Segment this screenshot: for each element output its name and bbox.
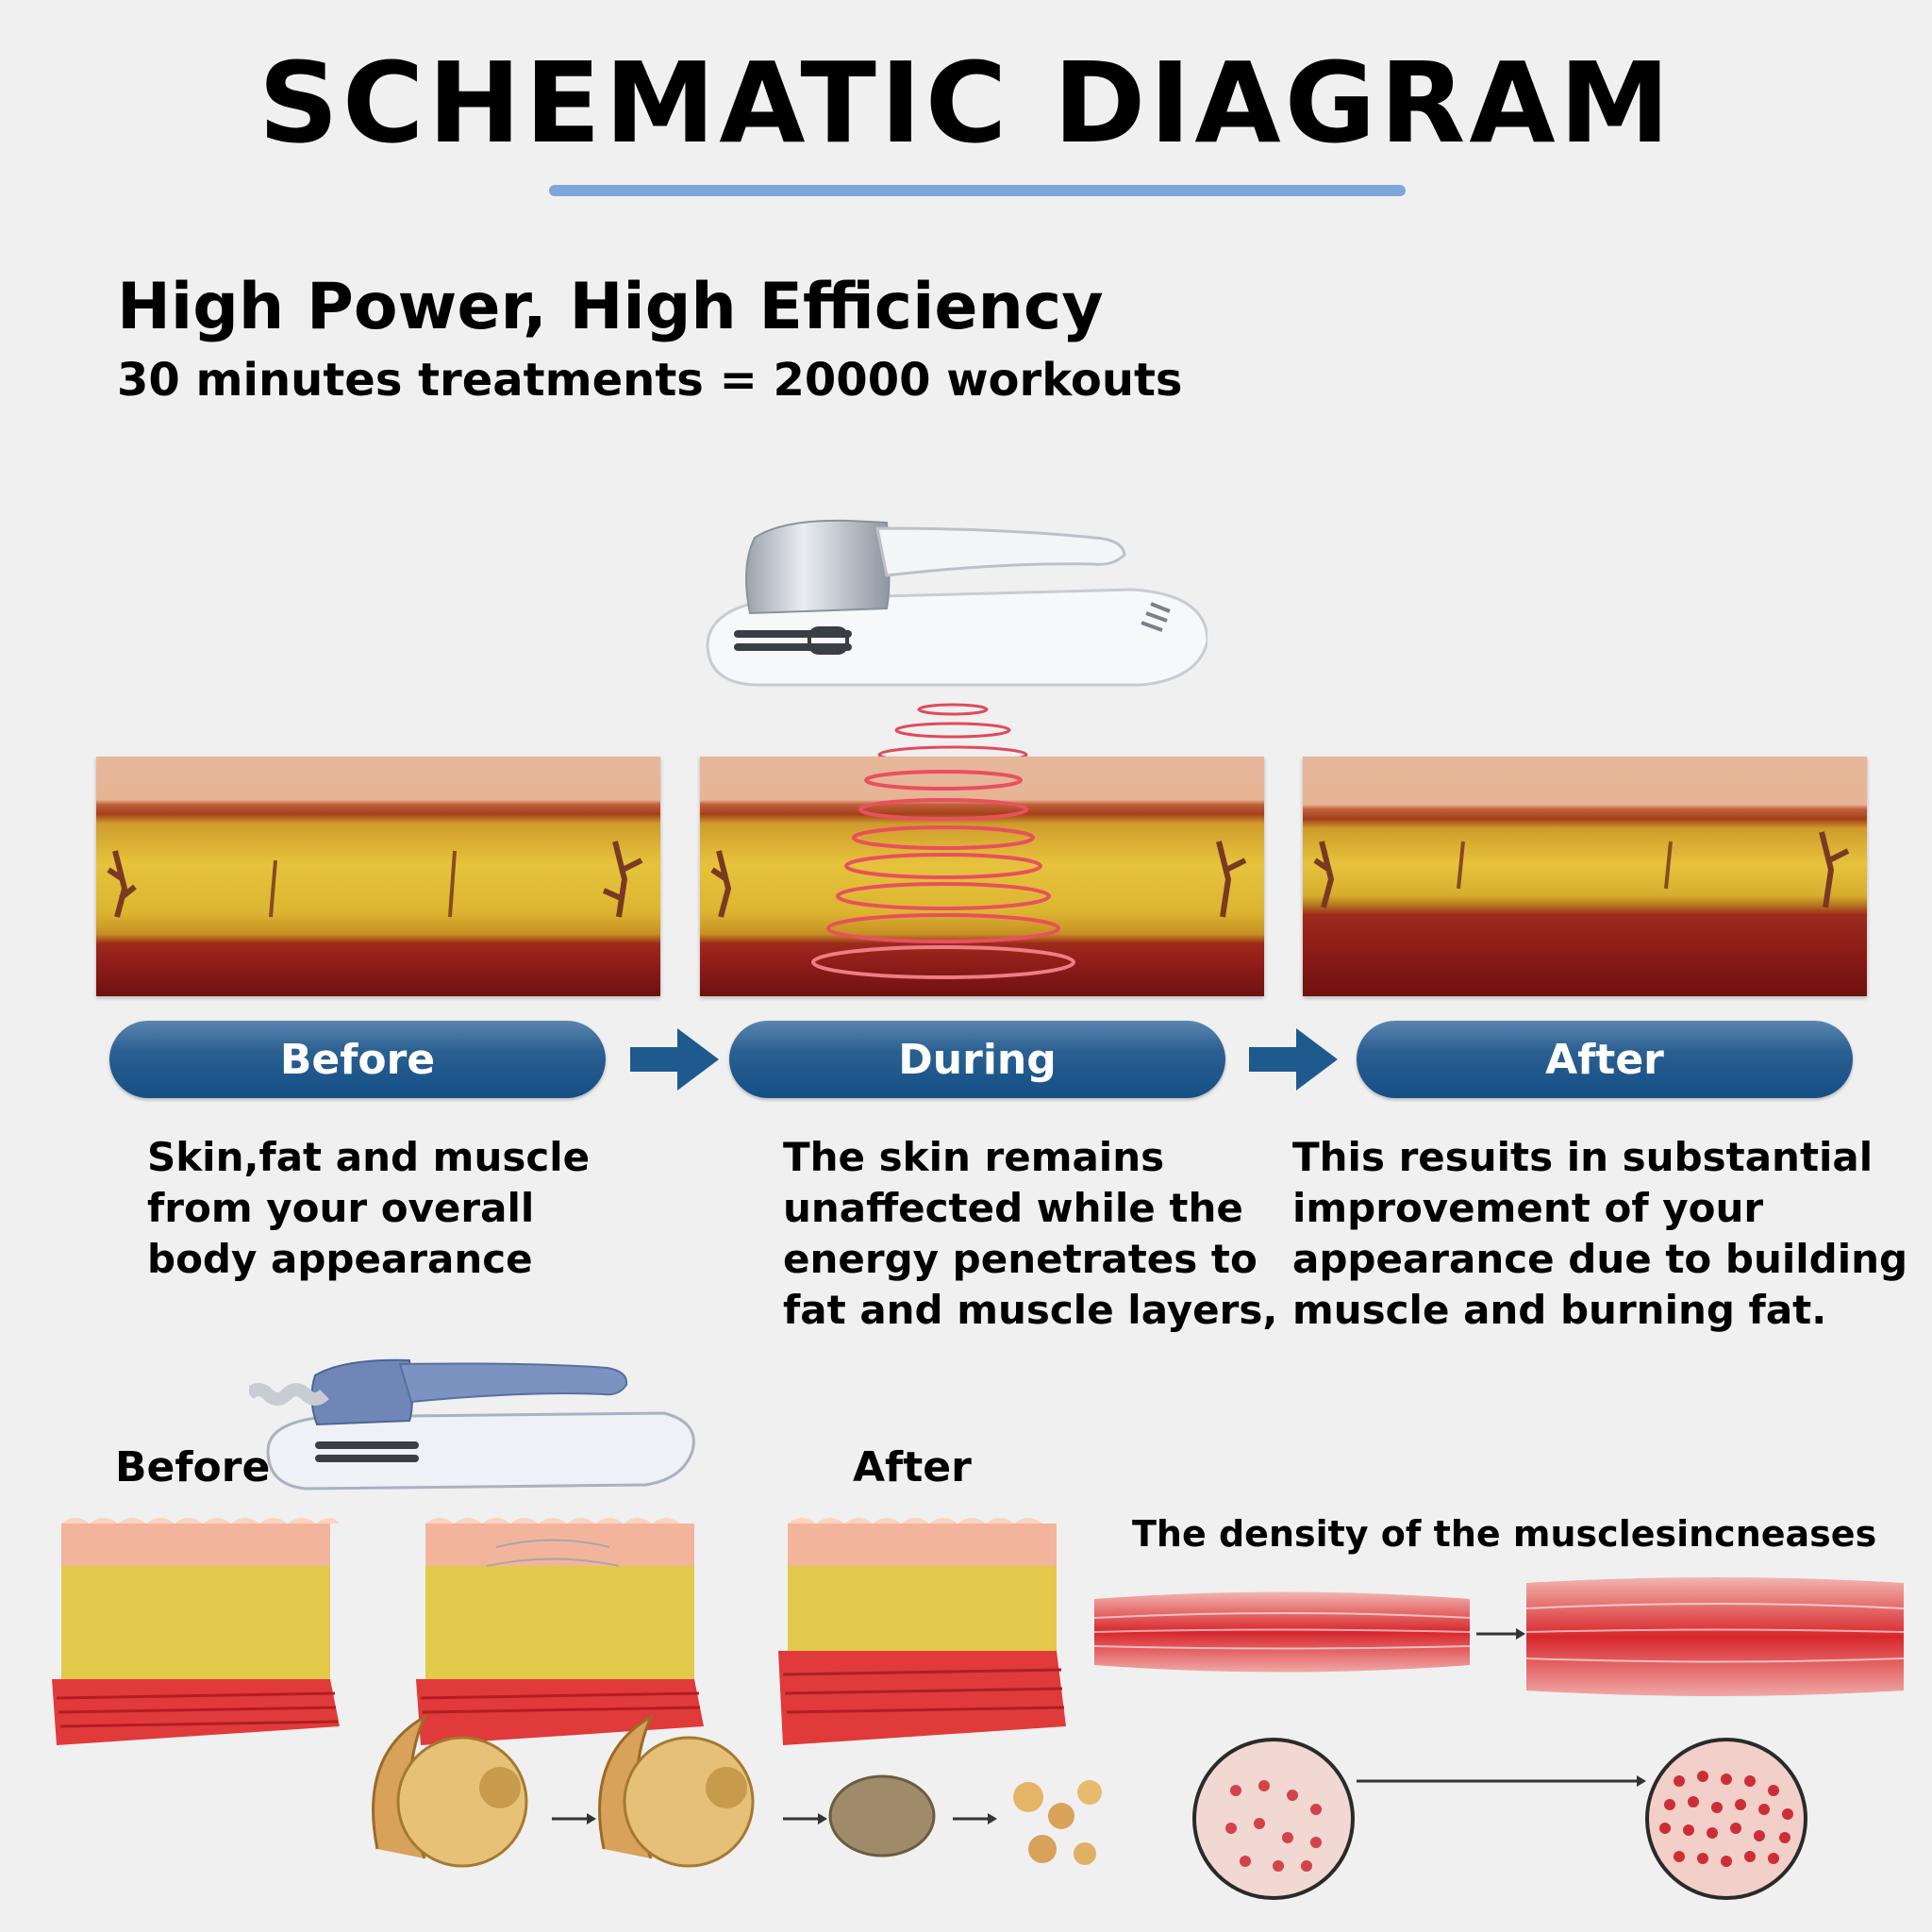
subheadline: 30 minutes treatments = 20000 workouts	[117, 354, 1183, 407]
arrow-right-icon	[1249, 1028, 1338, 1091]
stage-after-label: After	[1545, 1035, 1664, 1084]
device-blue-illustration	[249, 1358, 695, 1491]
stage-before-pill: Before	[109, 1021, 606, 1098]
tissue-panel-before	[96, 757, 660, 996]
stage-during-label: During	[898, 1035, 1057, 1084]
muscle-fiber-comparison	[1094, 1577, 1905, 1696]
stage-during-pill: During	[729, 1021, 1225, 1098]
bottom-before-label: Before	[115, 1443, 271, 1491]
stage-before-description: Skin,fat and muscle from your overall bo…	[147, 1132, 590, 1285]
description-line: energy penetrates to	[783, 1236, 1257, 1282]
tissue-block-before	[52, 1518, 340, 1745]
description-line: unaffected while the	[783, 1185, 1243, 1231]
headline: High Power, High Efficiency	[117, 270, 1104, 344]
stage-before-label: Before	[279, 1035, 436, 1084]
description-line: from your overall	[147, 1185, 535, 1231]
tissue-panel-during	[700, 757, 1264, 996]
description-line: body appearance	[147, 1236, 533, 1282]
tissue-panel-after	[1303, 757, 1867, 996]
page-title: SCHEMATIC DIAGRAM	[258, 38, 1674, 168]
tissue-block-after	[778, 1518, 1066, 1745]
muscle-density-label: The density of the musclesincneases	[1132, 1513, 1877, 1555]
fat-cell-breakdown-illustration	[372, 1713, 1102, 1868]
muscle-density-circles	[1192, 1738, 1807, 1900]
description-line: fat and muscle layers,	[783, 1287, 1278, 1333]
description-line: Skin,fat and muscle	[147, 1134, 591, 1180]
description-line: improvement of your	[1292, 1185, 1764, 1231]
tissue-block-during	[416, 1518, 704, 1745]
bottom-after-label: After	[853, 1443, 972, 1491]
description-line: appearance due to building	[1292, 1236, 1908, 1282]
device-white-illustration	[706, 519, 1208, 687]
description-line: muscle and burning fat.	[1292, 1287, 1827, 1333]
stage-after-description: This resuits in substantial improvement …	[1292, 1132, 1907, 1336]
arrow-right-icon	[630, 1028, 719, 1091]
description-line: The skin remains	[783, 1134, 1165, 1180]
description-line: This resuits in substantial	[1292, 1134, 1874, 1180]
stage-after-pill: After	[1357, 1021, 1853, 1098]
title-underline	[549, 185, 1406, 196]
stage-during-description: The skin remains unaffected while the en…	[783, 1132, 1277, 1336]
